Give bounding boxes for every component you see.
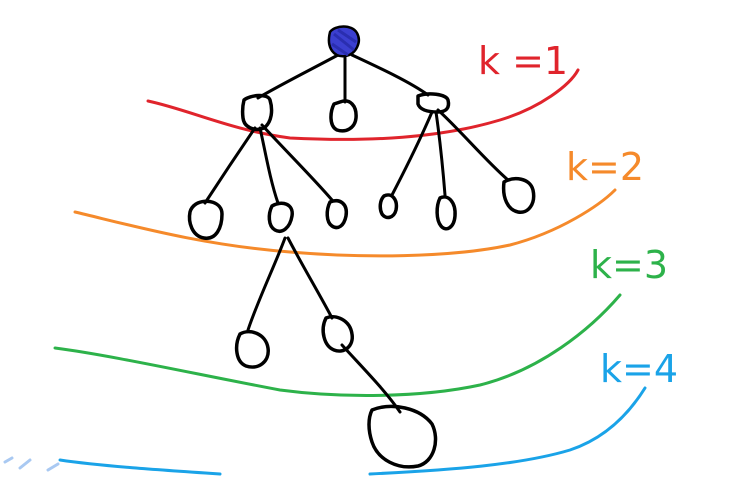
level-2-boundary — [73, 188, 617, 258]
edge-a-d — [203, 126, 257, 205]
tree-node — [325, 199, 349, 230]
edge-k-l — [340, 343, 402, 414]
edge-root-a — [256, 53, 340, 100]
tree-node — [187, 199, 224, 240]
level-2-label: k=2 — [566, 145, 644, 189]
edge-c-i — [436, 108, 510, 182]
tree-node — [267, 201, 294, 233]
edge-root-c — [350, 53, 430, 97]
root-node — [327, 25, 361, 58]
tree-node — [378, 193, 399, 220]
level-3-boundary — [53, 293, 622, 397]
level-4-boundary — [58, 386, 647, 476]
tree-node — [416, 92, 451, 114]
level-3-label: k=3 — [590, 243, 668, 287]
edge-e-k — [286, 236, 334, 320]
tree-node — [240, 93, 274, 132]
tree-node — [435, 195, 457, 231]
edge-c-g — [390, 110, 434, 197]
edge-a-f — [260, 123, 334, 202]
level-4-label: k=4 — [600, 347, 678, 391]
tree-node — [329, 99, 358, 133]
tree-node — [321, 315, 354, 353]
level-1-label: k =1 — [478, 39, 568, 83]
edge-e-j — [246, 236, 287, 332]
tree-node — [367, 404, 438, 469]
level-1-boundary — [146, 68, 580, 141]
faint-stroke-fragment — [3, 456, 60, 472]
tree-node — [501, 176, 536, 214]
tree-node — [234, 329, 270, 369]
edge-c-h — [434, 110, 447, 197]
edge-a-e — [258, 126, 280, 205]
